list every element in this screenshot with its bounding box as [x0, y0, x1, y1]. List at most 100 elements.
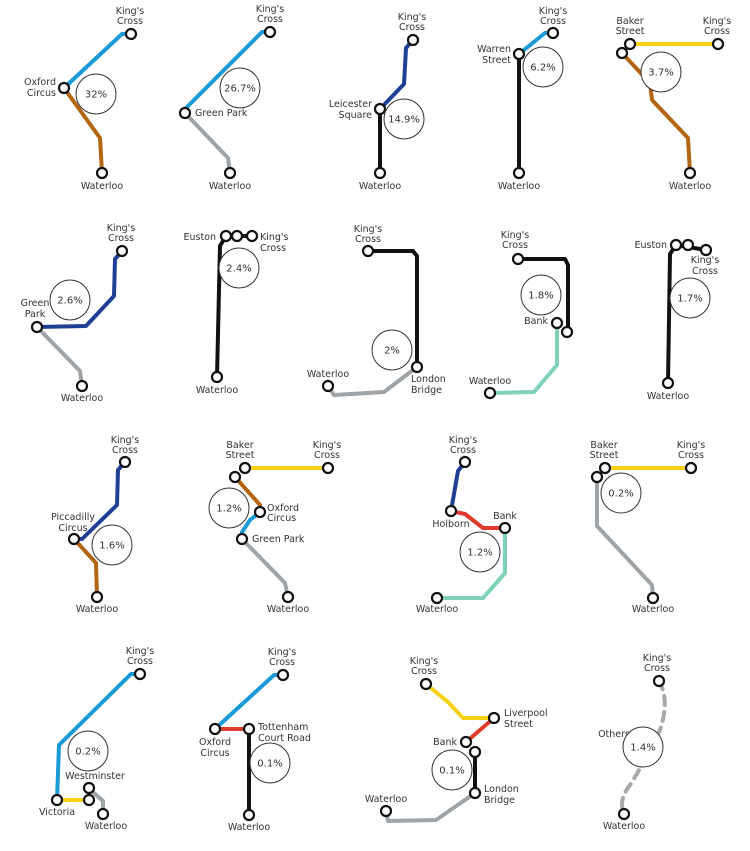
station-label: Waterloo: [359, 181, 402, 192]
station-label: Bank: [524, 316, 548, 327]
line-segment-bakerloo: [62, 86, 104, 175]
route-panel-r15: King'sCrossWestminsterVictoriaWaterloo0.…: [39, 646, 154, 832]
line-segment-northern: [516, 257, 570, 333]
station-marker: [208, 722, 222, 736]
station-label: Cross: [411, 666, 437, 677]
percent-bubble: [459, 531, 501, 573]
line-segment-central: [449, 509, 507, 530]
line-segment-waterloo_city: [435, 526, 507, 600]
station-marker: [623, 37, 637, 51]
station-marker: [245, 229, 259, 243]
station-label: Cross: [260, 243, 286, 254]
percent-bubble: [600, 472, 642, 514]
percent-bubble: [75, 73, 117, 115]
station-label: Others: [598, 729, 630, 740]
station-label: Circus: [200, 748, 229, 759]
station-label: Euston: [634, 240, 667, 251]
station-marker: [652, 674, 666, 688]
station-label: London: [484, 784, 519, 795]
station-marker: [699, 243, 713, 257]
station-label: Waterloo: [632, 604, 675, 615]
line-segment-bakerloo: [72, 537, 99, 599]
percent-bubble: [669, 277, 711, 319]
station-label: Cross: [257, 14, 283, 25]
percent-label: 1.2%: [216, 504, 241, 515]
percent-bubble: [383, 98, 425, 140]
station-label: Liverpool: [504, 708, 548, 719]
station-marker: [598, 461, 612, 475]
station-label: Circus: [27, 88, 56, 99]
percent-label: 2.4%: [226, 264, 251, 275]
station-marker: [546, 26, 560, 40]
percent-label: 32%: [85, 90, 107, 101]
station-marker: [281, 590, 295, 604]
station-label: Street: [504, 719, 533, 730]
station-label: Street: [482, 55, 511, 66]
station-label: Tottenham: [257, 722, 308, 733]
route-panel-r17: King'sCrossLiverpoolStreetBankLondonBrid…: [365, 656, 548, 823]
station-label: Waterloo: [416, 604, 459, 615]
station-marker: [483, 386, 497, 400]
station-marker: [373, 102, 387, 116]
station-label: Street: [590, 450, 619, 461]
station-label: King's: [691, 255, 720, 266]
station-marker: [468, 786, 482, 800]
line-segment-jubilee: [183, 111, 232, 175]
percent-bubble: [431, 749, 473, 791]
station-label: King's: [126, 646, 155, 657]
station-marker: [242, 808, 256, 822]
percent-label: 1.8%: [528, 291, 553, 302]
station-marker: [512, 166, 526, 180]
line-segment-bakerloo: [233, 475, 262, 507]
station-label: Waterloo: [267, 604, 310, 615]
line-segment-victoria: [213, 673, 285, 731]
station-label: King's: [116, 6, 145, 17]
station-marker: [95, 166, 109, 180]
line-segment-jubilee: [35, 325, 84, 388]
station-marker: [419, 677, 433, 691]
station-marker: [590, 470, 604, 484]
station-label: Cross: [502, 240, 528, 251]
station-label: Bridge: [484, 795, 515, 806]
station-label: Bank: [433, 737, 457, 748]
station-label: Cross: [540, 16, 566, 27]
station-label: Circus: [267, 513, 296, 524]
station-label: Green Park: [252, 534, 305, 545]
station-marker: [560, 325, 574, 339]
station-marker: [178, 106, 192, 120]
station-label: Cross: [269, 657, 295, 668]
station-label: Waterloo: [603, 821, 646, 832]
station-label: Park: [25, 309, 46, 320]
station-marker: [410, 360, 424, 374]
station-marker: [511, 252, 525, 266]
station-marker: [459, 735, 473, 749]
percent-label: 3.7%: [648, 68, 673, 79]
percent-bubble: [67, 730, 109, 772]
station-marker: [82, 781, 96, 795]
route-panel-r12: BakerStreetKing'sCrossOxfordCircusGreen …: [208, 440, 341, 615]
station-label: Waterloo: [669, 181, 712, 192]
station-label: Cross: [112, 445, 138, 456]
line-segment-circle: [424, 682, 496, 720]
station-marker: [118, 455, 132, 469]
station-label: London: [411, 374, 446, 385]
station-label: King's: [260, 232, 289, 243]
station-marker: [684, 461, 698, 475]
station-label: Cross: [314, 450, 340, 461]
station-label: Warren: [477, 44, 511, 55]
station-label: Court Road: [258, 733, 311, 744]
percent-bubble: [249, 742, 291, 784]
station-marker: [321, 461, 335, 475]
station-marker: [512, 47, 526, 61]
station-label: Baker: [226, 440, 253, 451]
station-label: Cross: [117, 16, 143, 27]
percent-label: 6.2%: [530, 63, 555, 74]
station-marker: [96, 807, 110, 821]
station-marker: [681, 238, 695, 252]
